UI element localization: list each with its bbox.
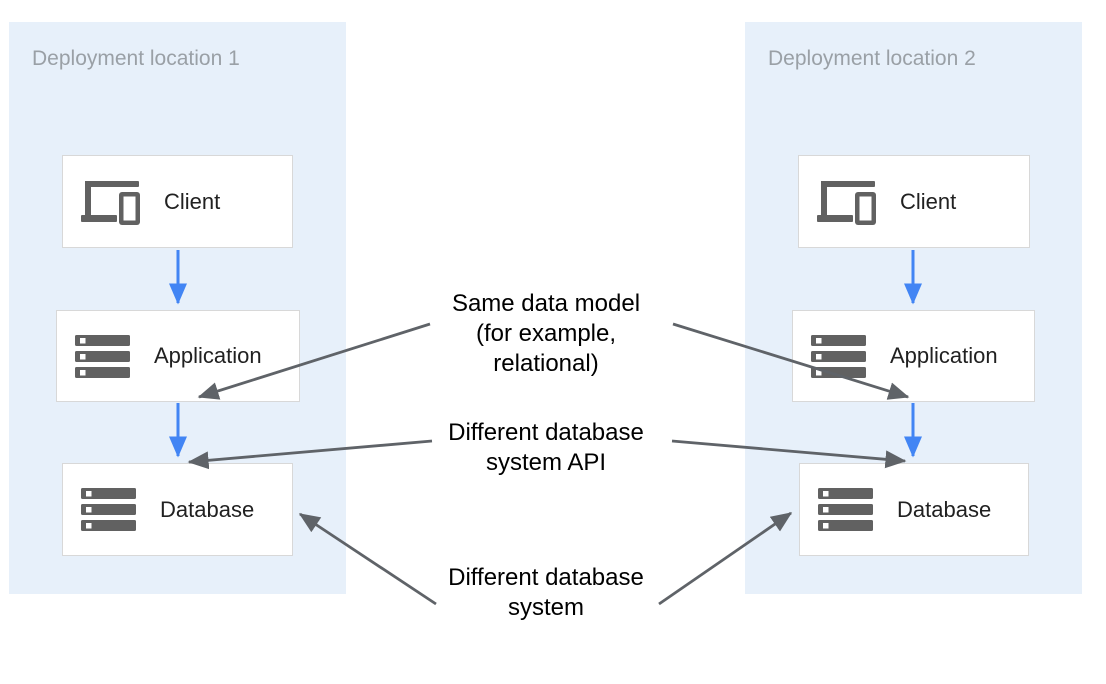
annotation-different-db-system: Different database system [448,564,644,621]
panel-title: Deployment location 2 [768,47,976,70]
node-label: Application [890,343,998,368]
devices-icon [817,179,876,225]
node-database-2: Database [799,463,1029,556]
node-label: Client [900,188,957,214]
node-client-1: Client [62,155,293,248]
node-client-2: Client [798,155,1030,248]
node-label: Client [164,188,221,214]
server-stack-icon [811,334,866,378]
node-application-1: Application [56,310,300,402]
node-label: Database [897,496,992,522]
node-database-1: Database [62,463,293,556]
server-stack-icon [81,488,136,531]
annotation-different-db-api: Different database system API [448,419,644,476]
node-application-2: Application [792,310,1035,402]
server-stack-icon [818,488,873,531]
devices-icon [81,179,140,225]
annotation-same-data-model: Same data model (for example, relational… [451,290,641,377]
server-stack-icon [75,334,130,378]
node-label: Application [154,343,262,368]
panel-title: Deployment location 1 [32,47,240,70]
node-label: Database [160,496,255,522]
